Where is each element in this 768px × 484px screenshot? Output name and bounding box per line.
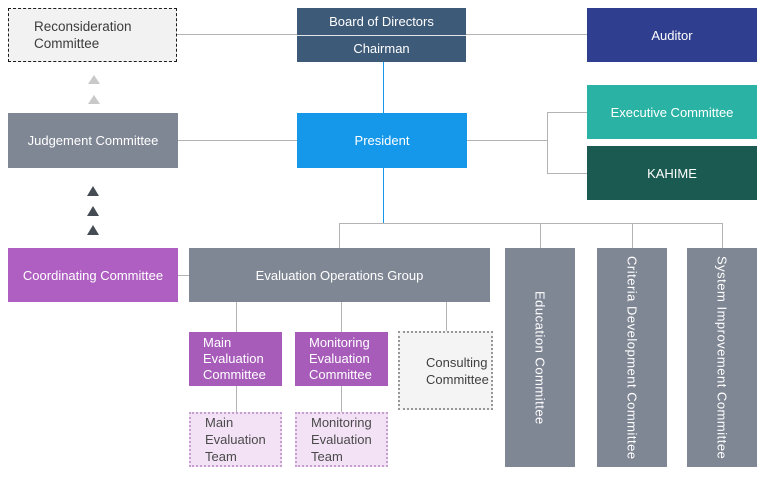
connector-line bbox=[341, 302, 342, 332]
connector-line bbox=[339, 223, 340, 248]
board-of-directors-row: Board of Directors bbox=[297, 8, 466, 36]
node-label: Criteria Development Committee bbox=[624, 255, 640, 460]
node-main-evaluation-committee: Main Evaluation Committee bbox=[189, 332, 282, 386]
node-label: Consulting Committee bbox=[426, 354, 489, 387]
connector-line bbox=[547, 173, 587, 174]
connector-line bbox=[467, 140, 547, 141]
node-criteria-development-committee: Criteria Development Committee bbox=[597, 248, 667, 467]
connector-line bbox=[547, 112, 548, 174]
node-label: Executive Committee bbox=[610, 104, 734, 120]
connector-line bbox=[547, 112, 587, 113]
node-judgement-committee: Judgement Committee bbox=[8, 113, 178, 168]
node-label: President bbox=[354, 133, 410, 148]
connector-line bbox=[341, 386, 342, 412]
up-triangle-icon bbox=[88, 75, 100, 84]
connector-line bbox=[383, 168, 384, 223]
node-system-improvement-committee: System Improvement Committee bbox=[687, 248, 757, 467]
connector-line bbox=[178, 275, 189, 276]
node-kahime: KAHIME bbox=[587, 146, 757, 200]
node-label: Chairman bbox=[353, 41, 410, 57]
connector-line bbox=[466, 34, 587, 35]
connector-line bbox=[236, 302, 237, 332]
up-triangle-icon bbox=[87, 206, 99, 216]
connector-line bbox=[446, 302, 447, 331]
connector-line bbox=[722, 223, 723, 248]
node-label: Main Evaluation Committee bbox=[203, 335, 266, 382]
node-education-committee: Education Committee bbox=[505, 248, 575, 467]
connector-line bbox=[339, 223, 723, 224]
node-label: Monitoring Evaluation Team bbox=[311, 415, 372, 464]
chairman-row: Chairman bbox=[297, 36, 466, 63]
node-board-of-directors: Board of Directors Chairman bbox=[297, 8, 466, 62]
connector-line bbox=[178, 140, 297, 141]
node-label: Evaluation Operations Group bbox=[255, 267, 424, 283]
node-label: KAHIME bbox=[647, 165, 697, 181]
connector-line bbox=[383, 62, 384, 113]
node-monitoring-evaluation-team: Monitoring Evaluation Team bbox=[295, 412, 388, 467]
node-monitoring-evaluation-committee: Monitoring Evaluation Committee bbox=[295, 332, 388, 386]
up-triangle-icon bbox=[87, 225, 99, 235]
connector-line bbox=[236, 386, 237, 412]
node-label: System Improvement Committee bbox=[714, 255, 730, 460]
node-label: Education Committee bbox=[532, 290, 548, 425]
node-label: Board of Directors bbox=[329, 13, 434, 29]
connector-line bbox=[540, 223, 541, 248]
node-consulting-committee: Consulting Committee bbox=[398, 331, 493, 410]
node-label: Auditor bbox=[651, 27, 693, 43]
up-triangle-icon bbox=[87, 186, 99, 196]
node-reconsideration-committee: Reconsideration Committee bbox=[8, 8, 177, 62]
node-label: Reconsideration Committee bbox=[34, 19, 132, 51]
node-label: Coordinating Committee bbox=[22, 267, 164, 283]
up-triangle-icon bbox=[88, 95, 100, 104]
node-label: Monitoring Evaluation Committee bbox=[309, 335, 372, 382]
node-coordinating-committee: Coordinating Committee bbox=[8, 248, 178, 302]
node-executive-committee: Executive Committee bbox=[587, 85, 757, 139]
connector-line bbox=[632, 223, 633, 248]
node-label: Judgement Committee bbox=[27, 133, 159, 148]
node-label: Main Evaluation Team bbox=[205, 415, 266, 464]
node-evaluation-operations-group: Evaluation Operations Group bbox=[189, 248, 490, 302]
connector-line bbox=[177, 34, 297, 35]
node-auditor: Auditor bbox=[587, 8, 757, 62]
node-main-evaluation-team: Main Evaluation Team bbox=[189, 412, 282, 467]
node-president: President bbox=[297, 113, 467, 168]
